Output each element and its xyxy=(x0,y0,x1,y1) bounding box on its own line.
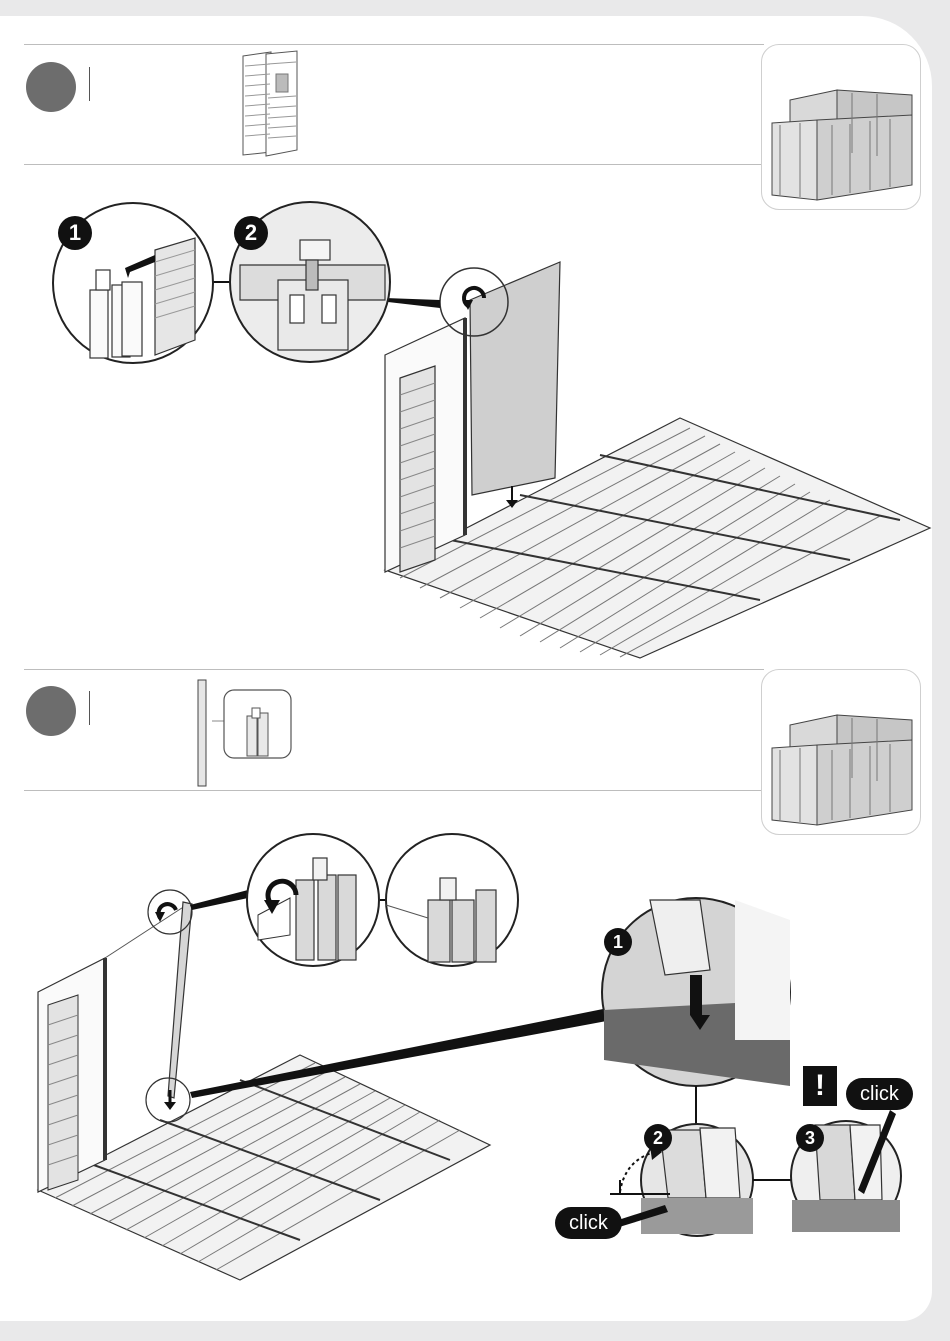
click-label-upper: click xyxy=(846,1078,913,1110)
warning-icon: ! xyxy=(803,1066,837,1106)
step-b-detail-3-badge: 3 xyxy=(796,1124,824,1152)
